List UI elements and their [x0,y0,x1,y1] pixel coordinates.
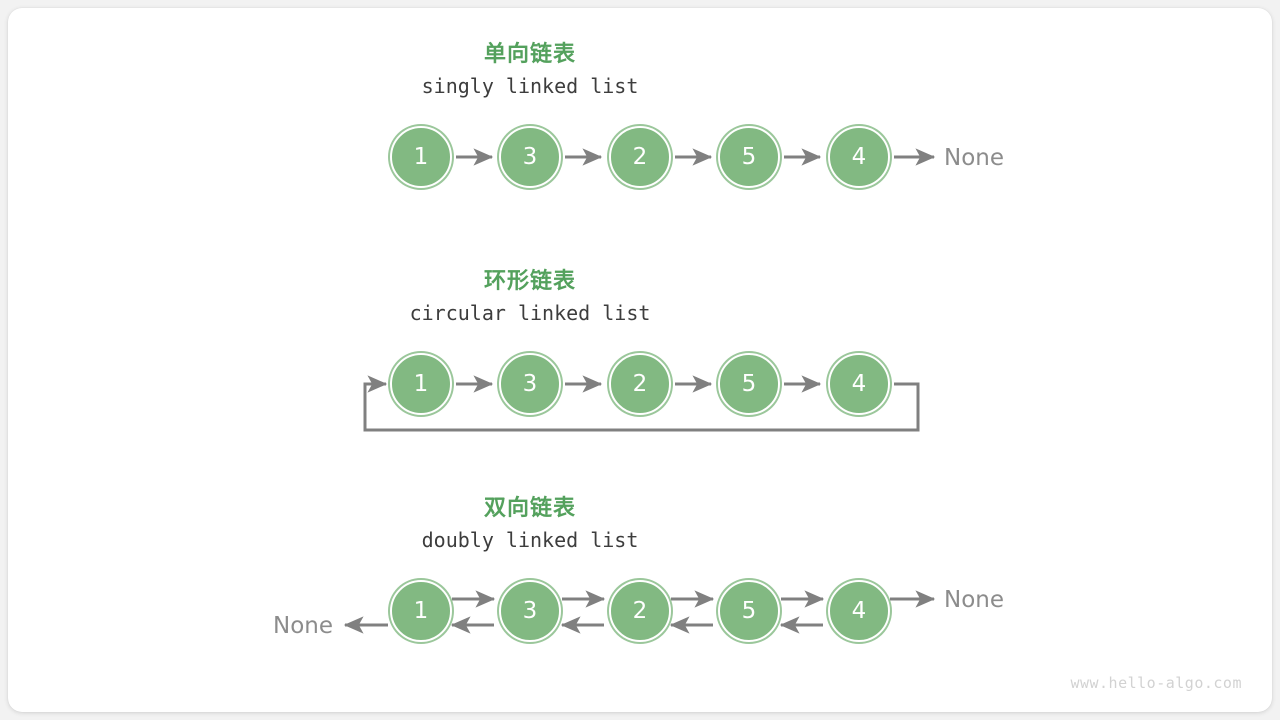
section-subtitle-singly: singly linked list [421,74,639,98]
list-node[interactable]: 4 [828,126,890,188]
list-node[interactable]: 1 [390,126,452,188]
tail-none-label-doubly: None [944,587,1005,613]
head-none-label-doubly: None [273,613,334,639]
section-subtitle-circular: circular linked list [409,301,651,325]
list-node[interactable]: 2 [609,580,671,642]
list-node[interactable]: 5 [718,353,780,415]
list-node[interactable]: 4 [828,580,890,642]
tail-none-label-singly: None [944,145,1005,171]
list-node[interactable]: 5 [718,126,780,188]
list-node[interactable]: 2 [609,353,671,415]
list-node[interactable]: 2 [609,126,671,188]
section-title-singly: 单向链表 [483,42,576,67]
list-node[interactable]: 3 [499,353,561,415]
list-node[interactable]: 3 [499,126,561,188]
section-title-circular: 环形链表 [483,269,576,294]
list-node[interactable]: 5 [718,580,780,642]
list-node[interactable]: 1 [390,580,452,642]
section-title-doubly: 双向链表 [483,496,576,521]
list-node[interactable]: 4 [828,353,890,415]
list-node[interactable]: 1 [390,353,452,415]
section-subtitle-doubly: doubly linked list [421,528,639,552]
list-node[interactable]: 3 [499,580,561,642]
watermark: www.hello-algo.com [1070,674,1242,692]
